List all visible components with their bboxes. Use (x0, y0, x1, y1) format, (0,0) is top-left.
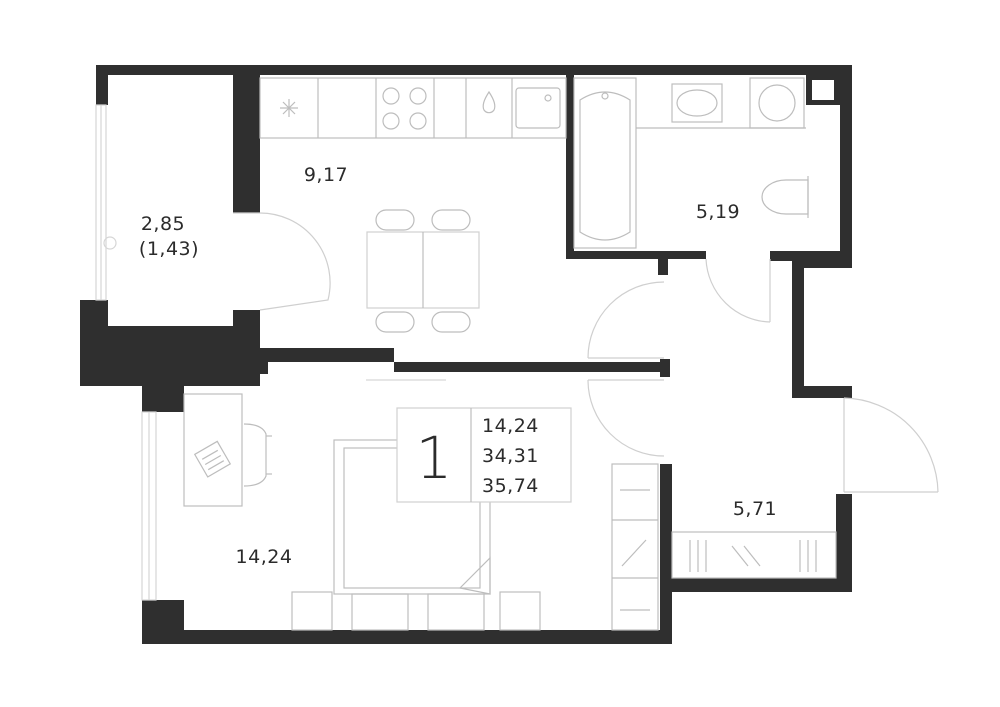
walls (80, 65, 852, 644)
rooms-count: 1 (416, 424, 453, 492)
water-drop-icon (482, 90, 496, 114)
total-area-value: 34,31 (482, 445, 539, 467)
balcony-reduced-area-label: (1,43) (139, 238, 199, 260)
living-room-area-label: 14,24 (236, 546, 293, 568)
apartment-info-box: 1 14,24 34,31 35,74 (396, 407, 572, 503)
living-area-value: 14,24 (482, 415, 539, 437)
wardrobe (611, 463, 659, 631)
bathroom-fixtures (573, 77, 809, 249)
doors (233, 212, 939, 493)
kitchen-area-label: 9,17 (304, 164, 348, 186)
stove-icon (382, 87, 427, 130)
hallway-area-label: 5,71 (733, 498, 777, 520)
balcony-area-label: 2,85 (141, 213, 185, 235)
dining-table (366, 209, 480, 333)
balcony-window (95, 104, 157, 601)
shoe-rack (671, 531, 837, 579)
total-area-with-balcony-value: 35,74 (482, 475, 539, 497)
bathroom-area-label: 5,19 (696, 201, 740, 223)
kitchen-furniture (259, 77, 567, 139)
fridge-icon (280, 99, 298, 117)
living-furniture (183, 379, 541, 631)
sink-icon (515, 87, 561, 129)
